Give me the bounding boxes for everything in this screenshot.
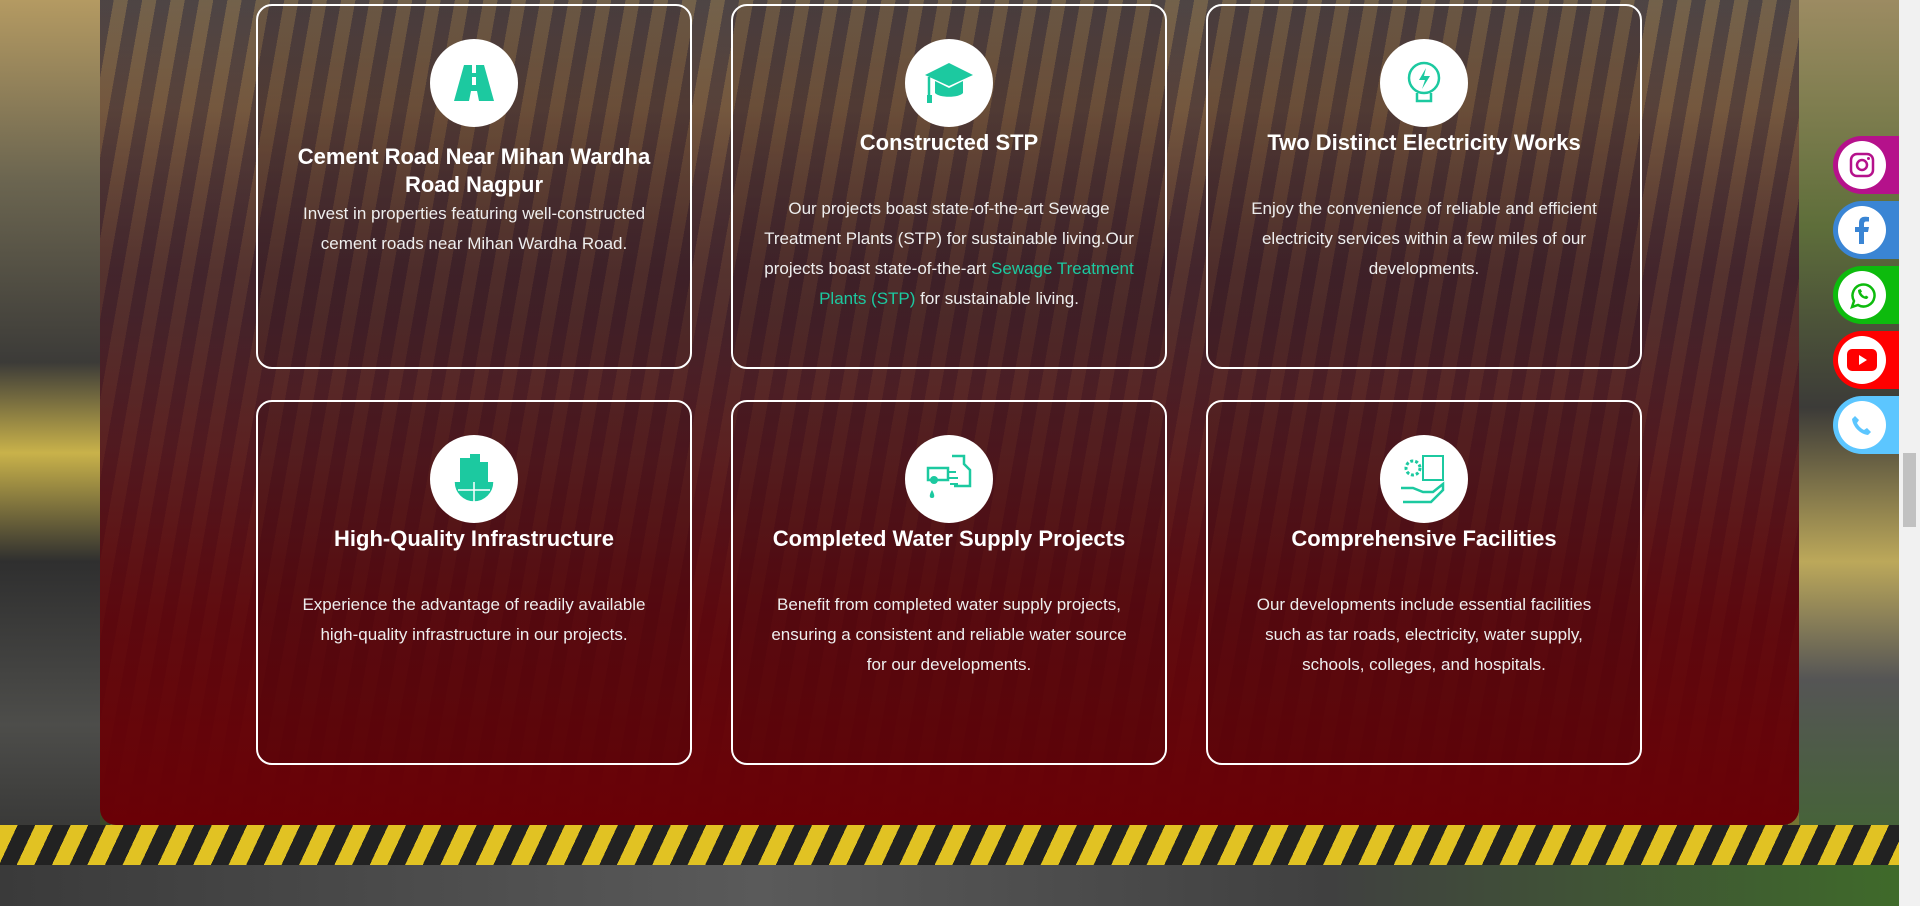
feature-description: Benefit from completed water supply proj…	[771, 595, 1127, 674]
feature-card-stp: Constructed STP Our projects boast state…	[731, 4, 1167, 369]
youtube-button[interactable]	[1833, 331, 1899, 389]
background-image	[0, 825, 1899, 906]
scrollbar[interactable]	[1899, 0, 1920, 906]
youtube-icon	[1838, 336, 1886, 384]
feature-description: Experience the advantage of readily avai…	[302, 595, 646, 644]
feature-card-cement-road: Cement Road Near Mihan Wardha Road Nagpu…	[256, 4, 692, 369]
buildings-globe-icon	[430, 435, 518, 523]
feature-description: Enjoy the convenience of reliable and ef…	[1251, 199, 1597, 278]
whatsapp-button[interactable]	[1833, 266, 1899, 324]
feature-card-infrastructure: High-Quality Infrastructure Experience t…	[256, 400, 692, 765]
lightbulb-icon	[1380, 39, 1468, 127]
feature-title: Completed Water Supply Projects	[772, 526, 1126, 551]
whatsapp-icon	[1838, 271, 1886, 319]
phone-icon	[1838, 401, 1886, 449]
graduation-cap-icon	[905, 39, 993, 127]
road-icon	[430, 39, 518, 127]
facilities-hand-icon	[1380, 435, 1468, 523]
facebook-button[interactable]	[1833, 201, 1899, 259]
feature-card-facilities: Comprehensive Facilities Our development…	[1206, 400, 1642, 765]
feature-title: High-Quality Infrastructure	[334, 526, 614, 551]
feature-title: Comprehensive Facilities	[1291, 526, 1557, 551]
instagram-icon	[1838, 141, 1886, 189]
stp-link[interactable]: Sewage Treatment Plants (STP)	[819, 259, 1134, 308]
feature-description: Invest in properties featuring well-cons…	[302, 204, 646, 253]
facebook-icon	[1838, 206, 1886, 254]
feature-description: Our projects boast state-of-the-art Sewa…	[763, 194, 1135, 314]
feature-title: Two Distinct Electricity Works	[1267, 130, 1581, 155]
description-text: Our projects boast state-of-the-art Sewa…	[764, 199, 1134, 278]
feature-card-water: Completed Water Supply Projects Benefit …	[731, 400, 1167, 765]
background-image	[0, 0, 100, 906]
feature-card-electricity: Two Distinct Electricity Works Enjoy the…	[1206, 4, 1642, 369]
feature-title: Cement Road Near Mihan Wardha Road Nagpu…	[297, 144, 651, 197]
scrollbar-thumb[interactable]	[1903, 453, 1916, 527]
instagram-button[interactable]	[1833, 136, 1899, 194]
description-text: for sustainable living.	[915, 289, 1079, 308]
phone-button[interactable]	[1833, 396, 1899, 454]
feature-title: Constructed STP	[859, 130, 1039, 155]
water-tap-icon	[905, 435, 993, 523]
feature-description: Our developments include essential facil…	[1256, 595, 1592, 674]
features-panel	[100, 0, 1799, 825]
